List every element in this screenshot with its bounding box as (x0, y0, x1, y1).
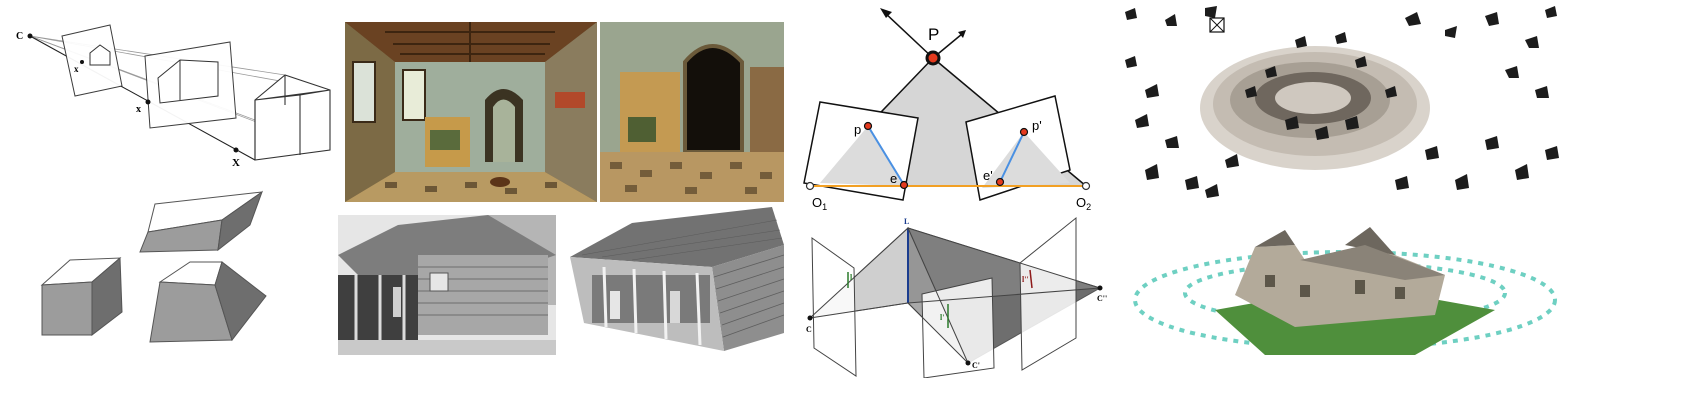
label-p-prime: p' (1032, 118, 1042, 133)
projection-diagram: C x x X (16, 24, 331, 169)
label-L: L (904, 217, 909, 226)
slanted-prism (139, 190, 264, 253)
cube (40, 256, 123, 337)
interior-painting (345, 22, 597, 202)
frustum (149, 261, 267, 343)
epipolar-line-left (867, 125, 905, 186)
house-reconstruction (1115, 215, 1565, 375)
modified-painting (600, 22, 784, 202)
camera-plane-2 (921, 277, 995, 378)
label-p: p (854, 122, 861, 137)
label-O2: O2 (1076, 195, 1091, 210)
house-3d (254, 74, 331, 161)
cabin-photo (338, 215, 556, 355)
label-l-double-prime: l'' (1022, 275, 1029, 284)
label-C-double-prime: C'' (1097, 294, 1107, 303)
label-O1: O1 (812, 195, 827, 210)
epipolar-line-right (999, 131, 1025, 183)
colosseum-reconstruction (1105, 0, 1565, 210)
label-C-prime: C' (972, 361, 980, 370)
trifocal-diagram: L l l' l'' C C' C'' (806, 216, 1107, 378)
label-X: X (232, 157, 240, 169)
label-C: C (806, 325, 812, 334)
cabin-model (562, 205, 784, 360)
label-C: C (16, 31, 23, 42)
camera-plane-1 (811, 237, 857, 377)
label-x: x (136, 104, 141, 115)
epipolar-diagram: P p p' e e' O1 O2 (803, 8, 1091, 210)
camera-center-dot (27, 33, 33, 39)
label-l-prime: l' (940, 313, 944, 322)
perspective-shapes (40, 190, 267, 343)
label-l: l (850, 273, 853, 282)
point-P (925, 50, 941, 66)
label-e-prime: e' (983, 168, 993, 183)
label-e: e (890, 171, 897, 186)
label-P: P (928, 25, 939, 44)
label-x-small: x (74, 64, 79, 74)
camera-plane-3 (1019, 216, 1077, 371)
